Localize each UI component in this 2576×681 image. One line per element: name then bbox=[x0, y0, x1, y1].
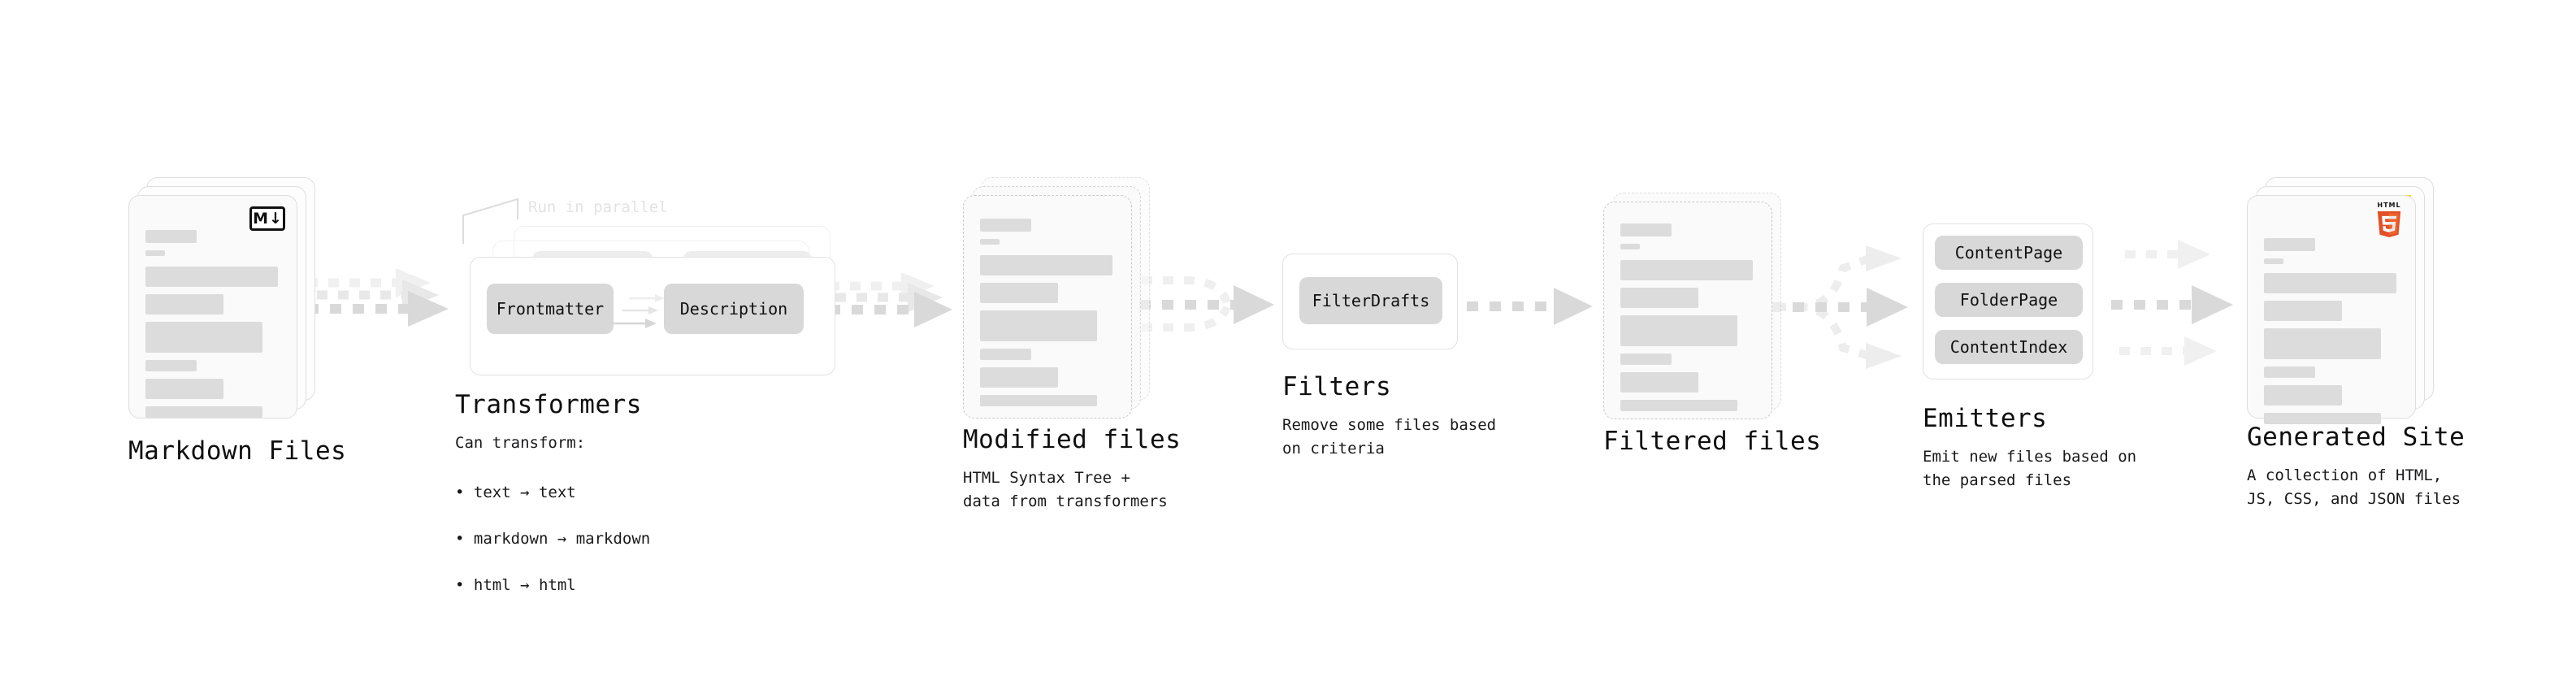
caption-modified-files: Modified files HTML Syntax Tree + data f… bbox=[963, 425, 1181, 513]
placeholder-line bbox=[1620, 372, 1698, 393]
chip-contentindex[interactable]: ContentIndex bbox=[1935, 330, 2083, 364]
placeholder-line bbox=[2264, 413, 2381, 424]
bullet-item: • html → html bbox=[455, 576, 576, 595]
placeholder-line bbox=[1620, 260, 1753, 280]
stage-title: Generated Site bbox=[2247, 423, 2465, 452]
placeholder-line bbox=[145, 250, 165, 256]
chip-frontmatter[interactable]: Frontmatter bbox=[487, 284, 614, 334]
bullet-item: • text → text bbox=[455, 484, 576, 502]
connector-filters-to-filtered bbox=[1467, 288, 1593, 325]
stage-subtitle: HTML Syntax Tree + data from transformer… bbox=[963, 469, 1168, 510]
stage-markdown-files: M↓ M↓ M↓ bbox=[128, 177, 315, 419]
markdown-badge-letter: M bbox=[253, 209, 268, 228]
stage-filtered-files bbox=[1603, 193, 1781, 419]
caption-filtered-files: Filtered files bbox=[1603, 427, 1821, 457]
placeholder-line bbox=[980, 349, 1031, 360]
stage-subtitle: Remove some files based on criteria bbox=[1282, 416, 1497, 458]
stage-title: Modified files bbox=[963, 425, 1182, 454]
filters-panel: FilterDrafts bbox=[1282, 254, 1458, 349]
placeholder-line bbox=[2264, 367, 2315, 378]
bullet-item: • markdown → markdown bbox=[455, 530, 651, 549]
placeholder-line bbox=[145, 230, 197, 243]
placeholder-line bbox=[980, 283, 1058, 303]
placeholder-line bbox=[2264, 238, 2315, 251]
placeholder-line bbox=[980, 255, 1112, 275]
site-card-html: HTML bbox=[2247, 195, 2416, 424]
caption-emitters: Emitters Emit new files based on the par… bbox=[1923, 404, 2136, 492]
filtered-placeholder-lines bbox=[1620, 223, 1755, 419]
placeholder-line bbox=[980, 219, 1031, 232]
placeholder-line bbox=[1620, 354, 1672, 365]
markdown-badge-arrow: ↓ bbox=[269, 209, 282, 228]
stage-generated-site: CSS HTML bbox=[2247, 177, 2434, 424]
markdown-card-front: M↓ bbox=[128, 195, 297, 419]
caption-filters: Filters Remove some files based on crite… bbox=[1282, 372, 1496, 460]
placeholder-line bbox=[980, 395, 1097, 406]
stage-title: Filtered files bbox=[1603, 427, 1822, 456]
caption-generated-site: Generated Site A collection of HTML, JS,… bbox=[2247, 423, 2465, 510]
placeholder-line bbox=[145, 322, 262, 353]
stage-title: Emitters bbox=[1923, 404, 2048, 433]
html5-icon: HTML bbox=[2373, 202, 2405, 239]
placeholder-line bbox=[145, 360, 197, 371]
markdown-badge: M↓ bbox=[249, 206, 285, 231]
stage-modified-files bbox=[963, 177, 1150, 419]
connector-modified-to-filters bbox=[1139, 276, 1274, 332]
placeholder-line bbox=[1620, 400, 1737, 411]
placeholder-line bbox=[980, 239, 1000, 245]
html5-badge-label: HTML bbox=[2377, 202, 2401, 209]
placeholder-line bbox=[1620, 288, 1698, 308]
connector-md-to-transformers bbox=[307, 268, 449, 327]
stage-subtitle: Emit new files based on the parsed files bbox=[1923, 448, 2137, 489]
placeholder-line bbox=[2264, 301, 2342, 321]
markdown-placeholder-lines bbox=[145, 230, 280, 425]
chip-folderpage[interactable]: FolderPage bbox=[1935, 283, 2083, 317]
chip-description[interactable]: Description bbox=[664, 284, 804, 334]
transformer-internal-arrows bbox=[611, 294, 665, 328]
stage-title: Filters bbox=[1282, 372, 1392, 401]
caption-transformers: Transformers Can transform: • text → tex… bbox=[455, 390, 650, 620]
filtered-card-front bbox=[1603, 202, 1772, 419]
run-in-parallel-label: Run in parallel bbox=[528, 198, 668, 216]
placeholder-line bbox=[2264, 328, 2381, 359]
placeholder-line bbox=[145, 267, 278, 287]
stage-title: Transformers bbox=[455, 390, 642, 419]
placeholder-line bbox=[980, 310, 1097, 341]
placeholder-line bbox=[1620, 223, 1672, 236]
placeholder-line bbox=[1620, 244, 1640, 249]
modified-placeholder-lines bbox=[980, 219, 1115, 414]
placeholder-line bbox=[145, 406, 262, 418]
placeholder-line bbox=[980, 367, 1058, 388]
placeholder-line bbox=[2264, 258, 2283, 264]
stage-title: Markdown Files bbox=[128, 436, 347, 466]
connector-filtered-to-emitters bbox=[1770, 245, 1908, 369]
placeholder-line bbox=[145, 294, 223, 314]
html5-shield-svg bbox=[2377, 211, 2401, 237]
placeholder-line bbox=[2264, 273, 2396, 293]
transformer-panel-front: Frontmatter Description bbox=[470, 257, 835, 375]
transformer-bullets: • text → text • markdown → markdown • ht… bbox=[455, 458, 650, 621]
stage-subtitle: Can transform: bbox=[455, 434, 586, 453]
chip-contentpage[interactable]: ContentPage bbox=[1935, 236, 2083, 270]
placeholder-line bbox=[1620, 315, 1737, 346]
placeholder-line bbox=[2264, 385, 2342, 406]
chip-filterdrafts[interactable]: FilterDrafts bbox=[1299, 277, 1442, 324]
connector-emitters-to-site bbox=[2111, 240, 2233, 366]
modified-card-front bbox=[963, 195, 1132, 419]
site-placeholder-lines bbox=[2264, 238, 2399, 432]
placeholder-line bbox=[145, 379, 223, 399]
caption-markdown-files: Markdown Files bbox=[128, 436, 346, 466]
emitters-panel: ContentPage FolderPage ContentIndex bbox=[1923, 223, 2093, 380]
stage-subtitle: A collection of HTML, JS, CSS, and JSON … bbox=[2247, 466, 2461, 508]
